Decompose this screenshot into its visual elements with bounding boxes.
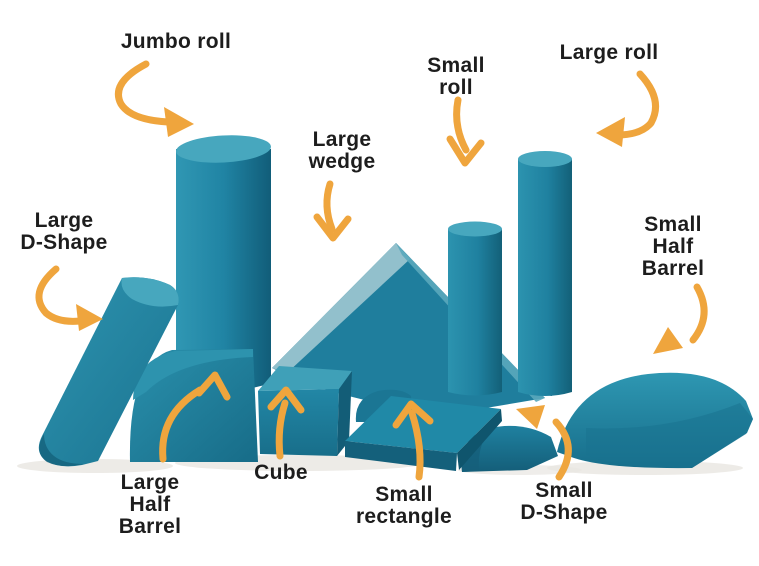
large-half-barrel-shape [129,349,258,462]
small-d-shape-arrow [516,405,572,481]
large-wedge-arrow [313,180,352,242]
label-large-roll: Large roll [559,41,659,64]
large-half-barrel-arrow [159,371,231,463]
large-d-shape-arrow [35,265,103,331]
small-roll-arrow [446,96,485,167]
small-half-barrel-shape [557,372,753,469]
small-rectangle-shape [345,396,502,471]
large-d-shape-shape [38,277,179,467]
small-rectangle-arrow [392,400,434,481]
large-roll-shape [518,151,572,396]
jumbo-roll-shape [176,135,271,391]
small-half-barrel-arrow [653,283,708,354]
jumbo-roll-arrow [114,60,194,137]
label-cube: Cube [254,461,308,484]
label-jumbo-roll: Jumbo roll [120,30,232,53]
cube-shape [258,366,352,456]
cube-arrow [267,386,305,460]
large-roll-arrow [596,70,660,147]
small-roll-shape [448,221,502,396]
